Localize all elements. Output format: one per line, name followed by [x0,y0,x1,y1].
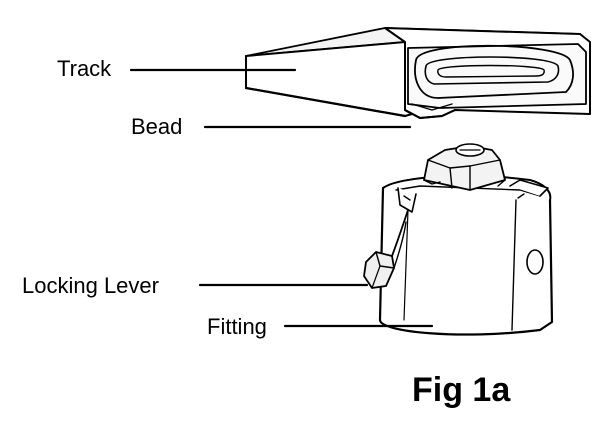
bead-label: Bead [131,114,183,139]
figure-title: Fig 1a [412,371,511,409]
fitting-label: Fitting [207,314,267,339]
track-drawing [244,27,591,119]
fitting-drawing [363,143,554,336]
locking-lever-label: Locking Lever [22,273,159,298]
track-label: Track [57,56,112,81]
